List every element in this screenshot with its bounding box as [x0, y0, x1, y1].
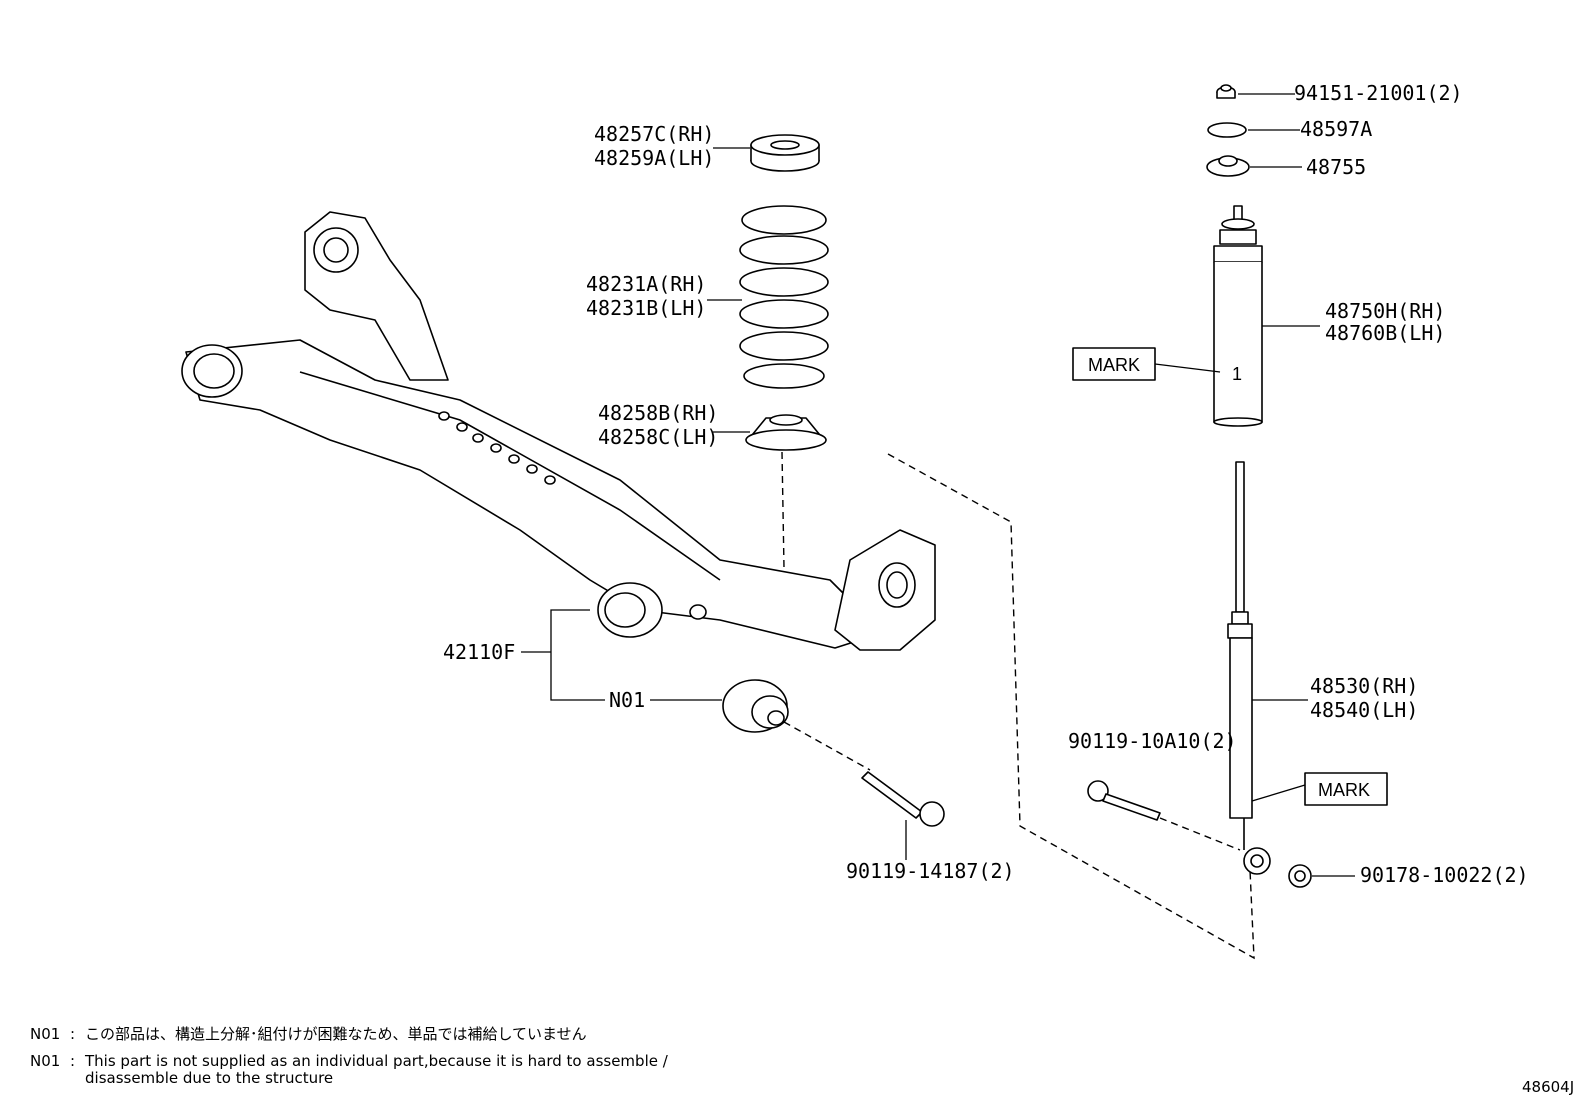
- note-1-text: この部品は、構造上分解･組付けが困難なため、単品では補給していません: [85, 1025, 587, 1043]
- callout-upper-seat-rh: 48257C(RH): [594, 122, 714, 146]
- callout-beam-bolt: 90119-14187(2): [846, 859, 1015, 883]
- callout-washer: 48597A: [1300, 117, 1372, 141]
- coil-spring-part: [739, 205, 829, 389]
- boot-part: 1: [1213, 205, 1263, 427]
- upper-seat-part: [750, 134, 820, 172]
- note-3-text: disassemble due to the structure: [85, 1069, 333, 1087]
- callout-upper-seat-lh: 48259A(LH): [594, 146, 714, 170]
- boot-mark-digit: 1: [1232, 364, 1242, 384]
- beam-leader: [521, 609, 605, 701]
- callout-absorber-lh: 48540(LH): [1310, 698, 1418, 722]
- beam-bolt-part: [861, 771, 945, 827]
- torsion-beam-part: [181, 211, 936, 651]
- callout-lower-seat-lh: 48258C(LH): [598, 425, 718, 449]
- callout-bushing: N01: [609, 688, 645, 712]
- callout-spring-rh: 48231A(RH): [586, 272, 706, 296]
- mark-absorber-label: MARK: [1318, 780, 1370, 800]
- note-2-text: This part is not supplied as an individu…: [84, 1052, 669, 1070]
- lower-seat-part: [745, 414, 827, 451]
- bushing-dash: [783, 721, 871, 771]
- washer-part: [1207, 122, 1247, 138]
- bushing-part: [722, 679, 789, 733]
- mark-box-boot: MARK: [1072, 347, 1156, 381]
- callout-beam: 42110F: [443, 640, 515, 664]
- note-2-sep: :: [70, 1052, 75, 1070]
- mark-boot-leader: [1154, 363, 1221, 373]
- mount-dash-outline: [887, 453, 1255, 960]
- note-1-code: N01: [30, 1025, 60, 1043]
- mark-boot-label: MARK: [1088, 355, 1140, 375]
- mark-box-absorber: MARK: [1304, 772, 1388, 806]
- callout-lower-seat-rh: 48258B(RH): [598, 401, 718, 425]
- callout-absorber-rh: 48530(RH): [1310, 674, 1418, 698]
- lower-seat-dash: [781, 451, 785, 569]
- note-2-code: N01: [30, 1052, 60, 1070]
- callout-shock-nut: 90178-10022(2): [1360, 863, 1529, 887]
- mark-absorber-leader: [1251, 784, 1306, 802]
- shock-bolt-dash: [1159, 817, 1241, 851]
- bump-seat-part: [1206, 155, 1250, 177]
- note-1-sep: :: [70, 1025, 75, 1043]
- diagram-code: 48604J: [1522, 1078, 1574, 1096]
- callout-boot-rh: 48750H(RH): [1325, 299, 1445, 323]
- shock-absorber-part: [1227, 461, 1271, 875]
- callout-boot-lh: 48760B(LH): [1325, 321, 1445, 345]
- callout-nut-top: 94151-21001(2): [1294, 81, 1463, 105]
- shock-nut-part: [1288, 864, 1312, 888]
- callout-shock-bolt: 90119-10A10(2): [1068, 729, 1237, 753]
- callout-spring-lh: 48231B(LH): [586, 296, 706, 320]
- callout-bump-seat: 48755: [1306, 155, 1366, 179]
- notes-block: N01 : この部品は、構造上分解･組付けが困難なため、単品では補給していません…: [30, 1025, 669, 1087]
- shock-bolt-part: [1087, 780, 1161, 821]
- nut-top-part: [1216, 84, 1236, 99]
